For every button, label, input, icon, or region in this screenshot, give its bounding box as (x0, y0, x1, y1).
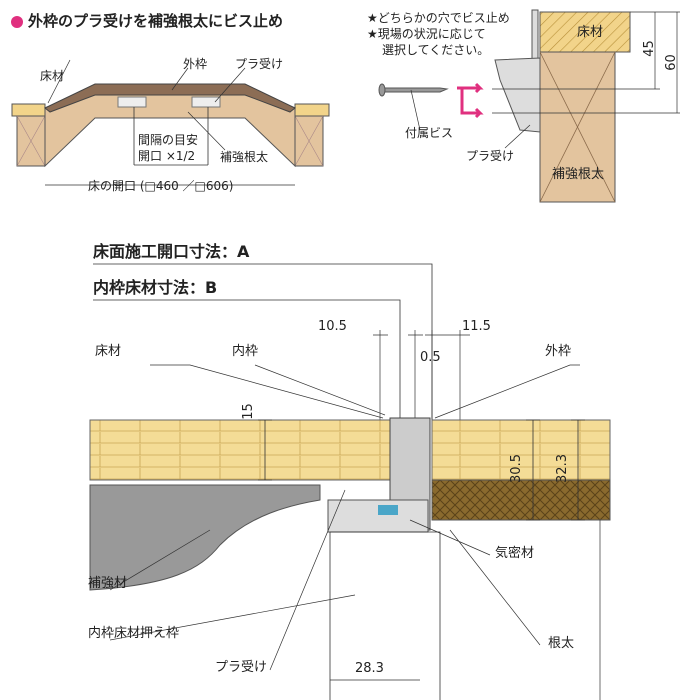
dim-0-5: 0.5 (420, 350, 441, 365)
label-airtight: 気密材 (495, 546, 535, 561)
dim-32-3: 32.3 (554, 454, 570, 483)
dim-30-5: 30.5 (508, 454, 524, 483)
note-1: ★どちらかの穴でビス止め (367, 11, 510, 25)
label-outer-frame: 外枠 (183, 57, 208, 71)
dim-11-5: 11.5 (462, 319, 491, 334)
note-2: ★現場の状況に応じて (367, 27, 486, 41)
dim-28-3: 28.3 (355, 661, 384, 676)
label-joist: 補強根太 (220, 150, 269, 164)
label-section-outer-frame: 外枠 (545, 344, 572, 359)
label-inner-press-frame: 内枠床材押え枠 (88, 626, 180, 641)
label-opening: 床の開口 (□460 ／□606) (88, 179, 234, 193)
label-joist-detail: 補強根太 (552, 167, 605, 182)
label-floor-detail: 床材 (577, 25, 604, 40)
overview-illustration (11, 16, 330, 186)
label-plastic-receiver: プラ受け (235, 57, 284, 71)
label-reinforcement: 補強材 (88, 576, 128, 591)
dim-10-5: 10.5 (318, 319, 347, 334)
screw-detail-illustration (378, 9, 680, 203)
section-drawing (89, 263, 611, 700)
note-3: 選択してください。 (382, 43, 490, 57)
label-spacing: 間隔の目安 (138, 133, 199, 147)
dim-b-label: 内枠床材寸法：B (93, 278, 218, 297)
label-section-floor: 床材 (95, 344, 122, 359)
overview-title: 外枠のプラ受けを補強根太にビス止め (28, 12, 284, 30)
dim-15: 15 (240, 403, 256, 420)
label-spacing-ratio: 開口 ×1/2 (138, 149, 196, 163)
label-floor: 床材 (40, 69, 65, 83)
dim-a-label: 床面施工開口寸法：A (93, 242, 250, 261)
label-inner-frame: 内枠 (232, 344, 259, 359)
label-screw: 付属ビス (405, 126, 454, 140)
dim-45: 45 (641, 40, 657, 57)
label-section-plastic-receiver: プラ受け (215, 660, 268, 675)
label-plastic-receiver-detail: プラ受け (466, 149, 515, 163)
label-joist-section: 根太 (548, 636, 575, 651)
dim-60: 60 (663, 54, 679, 71)
